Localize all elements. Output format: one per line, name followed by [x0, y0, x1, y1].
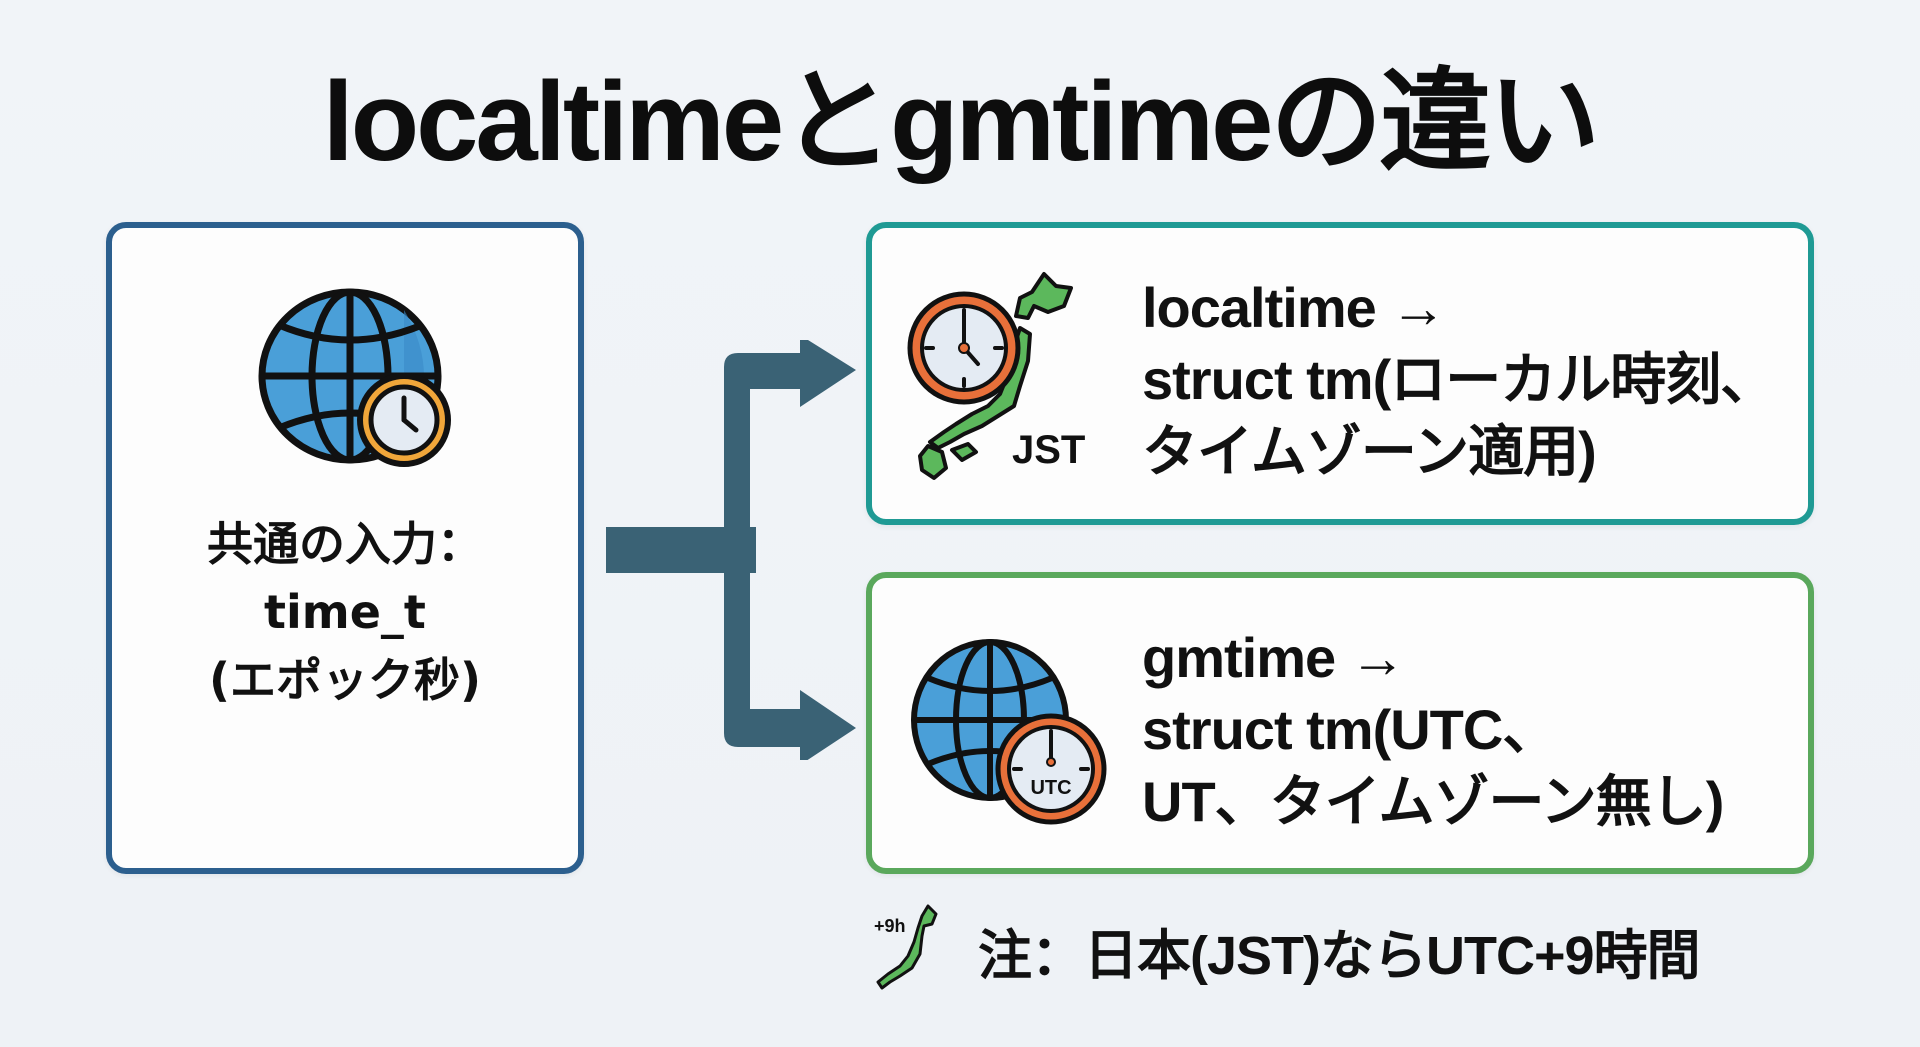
japan-map-icon: +9h [874, 904, 938, 990]
localtime-line-1: localtime → [1142, 276, 1446, 339]
jst-label: JST [1012, 428, 1086, 472]
localtime-box: JST localtime → struct tm(ローカル時刻、 タイムゾーン… [866, 222, 1814, 525]
localtime-line-3: タイムゾーン適用) [1142, 420, 1597, 483]
utc-clock-icon: UTC [995, 713, 1107, 825]
input-description: 共通の入力： time_t (エポック秒) [112, 510, 578, 714]
input-line-3: (エポック秒) [208, 653, 482, 707]
gmtime-line-1: gmtime → [1142, 626, 1406, 689]
note-text: 注：日本(JST)ならUTC+9時間 [978, 925, 1701, 986]
gmtime-line-3: UT、タイムゾーン無し) [1142, 770, 1724, 833]
branching-arrow-icon [606, 340, 856, 760]
note-offset-label: +9h [874, 916, 906, 936]
gmtime-line-2: struct tm(UTC、 [1142, 698, 1558, 761]
input-line-1: 共通の入力： [207, 517, 483, 571]
globe-with-clock-icon [258, 288, 451, 467]
localtime-description: localtime → struct tm(ローカル時刻、 タイムゾーン適用) [1142, 272, 1776, 488]
gmtime-box: UTC gmtime → struct tm(UTC、 UT、タイムゾーン無し) [866, 572, 1814, 874]
japan-map-icon [918, 272, 1073, 480]
clock-icon [907, 291, 1021, 405]
input-box: 共通の入力： time_t (エポック秒) [106, 222, 584, 874]
page-title: localtimeとgmtimeの違い [322, 59, 1601, 184]
timezone-note: +9h 注：日本(JST)ならUTC+9時間 [872, 900, 1701, 1000]
input-line-2: time_t [264, 585, 426, 639]
localtime-line-2: struct tm(ローカル時刻、 [1142, 348, 1776, 411]
utc-clock-label: UTC [1030, 777, 1071, 799]
gmtime-description: gmtime → struct tm(UTC、 UT、タイムゾーン無し) [1142, 622, 1724, 838]
